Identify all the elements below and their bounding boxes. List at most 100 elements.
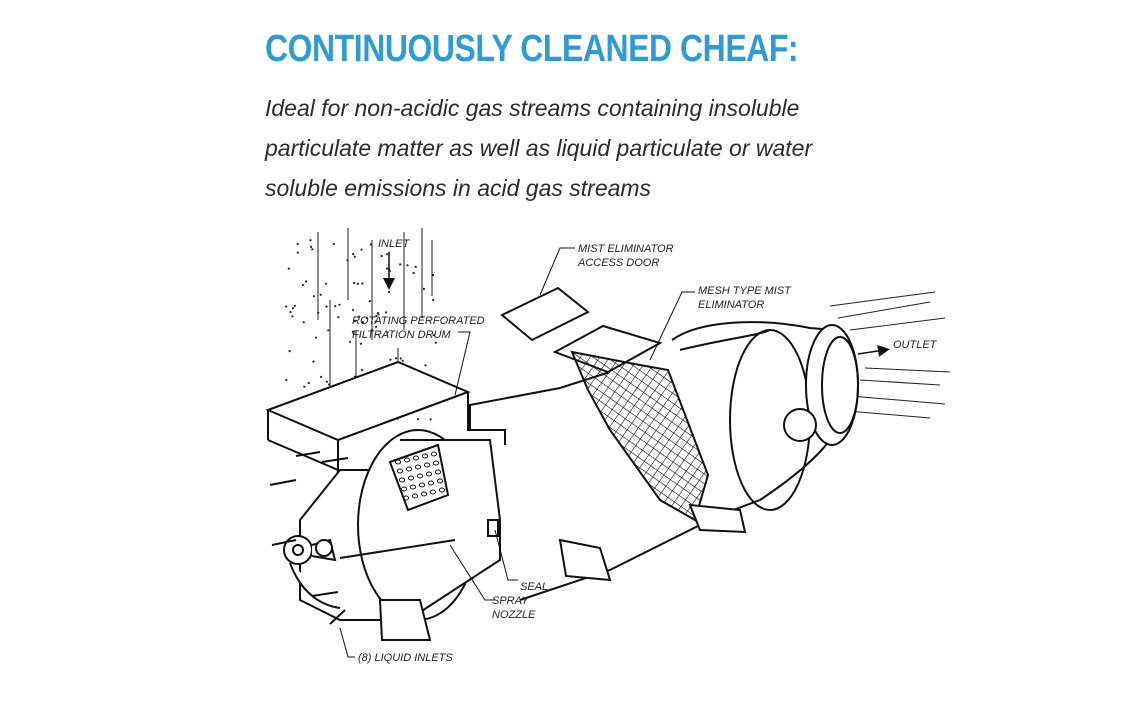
particle-dot — [361, 321, 364, 324]
particle-dot — [380, 254, 383, 258]
perforation-hole — [411, 493, 419, 499]
vessel-body — [469, 321, 859, 601]
spray-nozzle-label: SPRAY — [492, 595, 529, 607]
subtitle-line: soluble emissions in acid gas streams — [265, 175, 652, 201]
particle-dot — [422, 287, 425, 290]
particle-dot — [352, 252, 355, 256]
particle-dot — [291, 307, 295, 310]
particle-dot — [312, 295, 315, 298]
particle-dot — [327, 329, 330, 332]
particle-dot — [376, 312, 379, 315]
liquid-inlet-studs — [269, 451, 349, 625]
particle-dot — [296, 242, 299, 245]
subtitle-line: particulate matter as well as liquid par… — [265, 135, 813, 161]
perforation-hole — [429, 489, 437, 495]
outlet-label: OUTLET — [893, 339, 938, 351]
perforation-hole — [403, 457, 411, 463]
particle-dot — [305, 280, 308, 283]
particle-dot — [317, 311, 320, 314]
particle-dot — [285, 378, 288, 381]
subtitle-line: Ideal for non-acidic gas streams contain… — [265, 95, 800, 121]
particle-dot — [399, 263, 402, 266]
perforation-hole — [414, 464, 422, 470]
particle-dot — [412, 271, 415, 275]
particle-dot — [353, 255, 356, 258]
drum-label: ROTATING PERFORATED — [352, 315, 485, 327]
particle-dot — [432, 299, 435, 302]
particle-dot — [325, 305, 328, 308]
particle-dot — [312, 360, 315, 363]
page-title: CONTINUOUSLY CLEANED CHEAF: — [265, 28, 799, 70]
spray-nozzle-rod — [339, 519, 499, 559]
particle-dot — [421, 315, 424, 318]
particle-dot — [360, 248, 363, 251]
particle-dot — [328, 383, 331, 386]
particle-dot — [386, 331, 389, 334]
perforation-hole — [436, 478, 444, 484]
liquid-inlets-label: (8) LIQUID INLETS — [358, 652, 453, 664]
particle-dot — [353, 281, 356, 285]
particle-dot — [324, 282, 327, 285]
particle-dot — [365, 316, 368, 320]
particle-dot — [375, 325, 378, 328]
perforation-hole — [427, 480, 435, 486]
perforation-hole — [421, 453, 429, 459]
particle-dot — [388, 290, 391, 294]
particle-dot — [293, 304, 296, 307]
perforation-hole — [407, 475, 415, 481]
perforation-hole — [402, 495, 410, 501]
particle-dot — [414, 265, 417, 268]
particle-dot — [351, 330, 354, 333]
mesh-eliminator-label: ELIMINATOR — [698, 299, 764, 311]
particle-dot — [399, 357, 402, 360]
spray-nozzle-label: NOZZLE — [492, 609, 536, 621]
particle-dot — [359, 342, 363, 345]
particle-dot — [311, 248, 314, 251]
perforation-hole — [438, 487, 446, 493]
particle-dot — [358, 315, 361, 318]
particle-dot — [374, 320, 377, 323]
particle-dot — [289, 310, 292, 314]
particle-dot — [424, 364, 427, 367]
inlet-gas-stream — [317, 228, 433, 420]
particle-dot — [302, 321, 305, 324]
particle-dot — [310, 245, 313, 248]
perforation-hole — [416, 473, 424, 479]
particle-dot — [348, 340, 352, 343]
particle-dot — [285, 305, 288, 308]
particle-dot — [432, 334, 435, 337]
particle-dot — [319, 293, 322, 296]
particle-dot — [368, 300, 371, 303]
particle-dot — [303, 385, 306, 388]
particle-dot — [429, 418, 432, 421]
perforation-hole — [418, 482, 426, 488]
particle-dot — [401, 359, 404, 362]
particle-dot — [307, 381, 310, 385]
particle-dot — [288, 350, 291, 353]
perforation-hole — [409, 484, 417, 490]
perforation-hole — [405, 466, 413, 472]
perforation-hole — [396, 468, 404, 474]
mesh-mist-eliminator — [570, 350, 710, 522]
perforation-hole — [420, 491, 428, 497]
particle-dot — [361, 368, 364, 372]
particle-dot — [406, 264, 409, 267]
particle-dot — [287, 267, 290, 270]
support-saddles — [378, 503, 747, 641]
particle-dot — [353, 320, 356, 323]
perforation-hole — [412, 455, 420, 461]
particle-dot — [320, 375, 323, 378]
particle-dot — [314, 336, 318, 339]
particle-dot — [356, 282, 360, 285]
particle-dot — [337, 316, 340, 319]
particle-dot — [325, 380, 328, 383]
perforation-hole — [432, 460, 440, 466]
particle-dot — [385, 253, 388, 256]
particle-dot — [301, 284, 304, 287]
particle-dot — [434, 341, 437, 344]
perforation-hole — [434, 469, 442, 475]
particle-dot — [332, 242, 335, 246]
particle-dot — [395, 357, 398, 360]
particle-dot — [352, 332, 355, 335]
inlet-label: INLET — [378, 238, 410, 250]
